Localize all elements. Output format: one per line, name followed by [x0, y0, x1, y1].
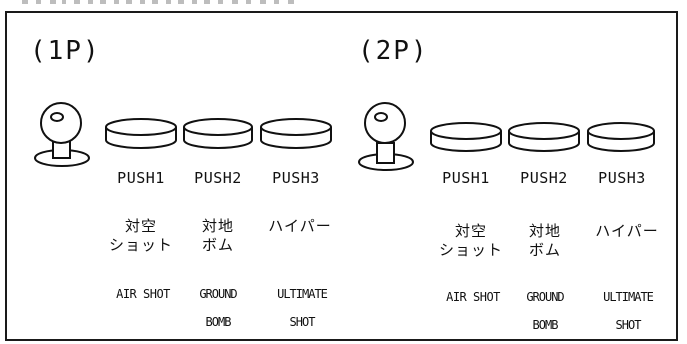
push-button-icon: [183, 118, 253, 149]
push2-en-function-1p: GROUND BOMB: [199, 287, 237, 329]
diagram-frame: [5, 11, 678, 341]
push2-jp-function-1p: 対地 ボム: [201, 217, 234, 254]
push3-en-function-1p: ULTIMATE SHOT: [277, 287, 328, 329]
push3-jp-function-2p: ハイパー: [595, 222, 659, 240]
push2-label-2p: PUSH2: [520, 169, 568, 187]
push3-jp-function-1p: ハイパー: [268, 217, 332, 235]
joystick-icon: [358, 102, 414, 171]
push2-en-function-2p: GROUND BOMB: [526, 290, 564, 332]
player-1-label: (1P): [30, 36, 101, 66]
push3-label-2p: PUSH3: [598, 169, 646, 187]
push3-en-function-2p: ULTIMATE SHOT: [603, 290, 654, 332]
push1-jp-function-1p: 対空 ショット: [108, 217, 173, 254]
push-button-icon: [430, 122, 502, 152]
push1-en-function-1p: AIR SHOT: [116, 287, 170, 301]
push-button-icon: [260, 118, 332, 149]
push2-jp-function-2p: 対地 ボム: [528, 222, 561, 259]
push-button-icon: [105, 118, 177, 149]
push1-jp-function-2p: 対空 ショット: [438, 222, 503, 259]
push1-label-1p: PUSH1: [117, 169, 165, 187]
cropped-header-strip: [22, 0, 294, 4]
push-button-icon: [587, 122, 655, 152]
push1-en-function-2p: AIR SHOT: [446, 290, 500, 304]
player-2-label: (2P): [358, 36, 429, 66]
push-button-icon: [508, 122, 580, 152]
push3-label-1p: PUSH3: [272, 169, 320, 187]
push1-label-2p: PUSH1: [442, 169, 490, 187]
joystick-icon: [34, 102, 90, 167]
push2-label-1p: PUSH2: [194, 169, 242, 187]
